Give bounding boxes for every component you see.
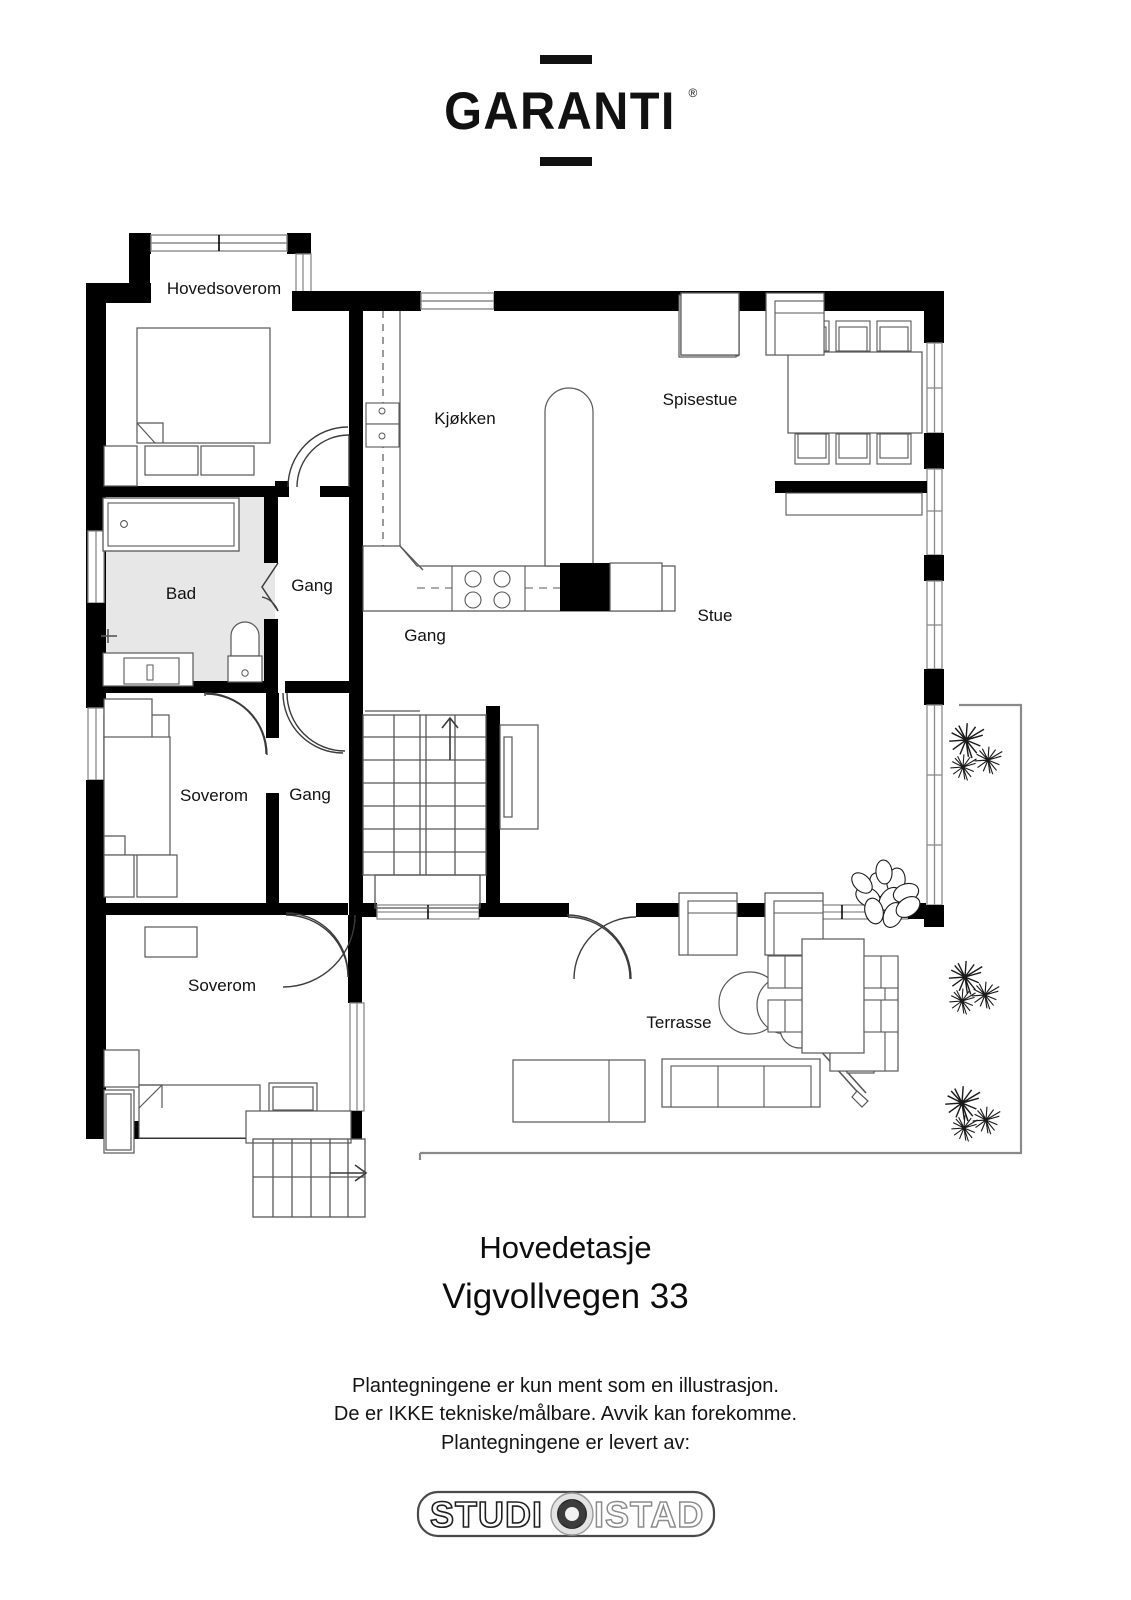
room-label-hovedsoverom: Hovedsoverom	[167, 279, 281, 298]
brand-wordmark: GARANTI	[443, 82, 676, 141]
registered-trademark-icon: ®	[688, 86, 698, 100]
stair-up-arrow-icon	[441, 716, 459, 760]
logo-text-istad: ISTAD	[594, 1494, 704, 1535]
window-bath-left	[87, 530, 105, 604]
terrace-lounger	[512, 1059, 646, 1123]
armchair-a	[678, 892, 738, 956]
room-label-terrasse: Terrasse	[646, 1013, 711, 1032]
dining-furniture	[787, 320, 923, 465]
window-bedroom1-left	[87, 707, 105, 781]
window-right-3	[926, 580, 943, 670]
master-bedroom-furniture	[103, 327, 271, 487]
room-label-soverom-2: Soverom	[188, 976, 256, 995]
brand-header: GARANTI ®	[0, 0, 1131, 215]
floorplan-drawing: Hovedsoverom Kjøkken Spisestue Bad Gang …	[86, 233, 1023, 1218]
armchair-right	[765, 292, 825, 356]
disclaimer-line-3: Plantegningene er levert av:	[440, 1431, 691, 1454]
window-kitchen-top	[420, 292, 495, 310]
disclaimer-line-2: De er IKKE tekniske/målbare. Avvik kan f…	[333, 1403, 798, 1426]
room-label-gang-2: Gang	[404, 626, 446, 645]
room-label-soverom-1: Soverom	[180, 786, 248, 805]
studio-istad-logo: STUDI ISTAD	[416, 1490, 715, 1538]
terrace-furniture	[512, 938, 1000, 1123]
door-bathroom	[261, 562, 279, 612]
bedroom1-bed	[103, 736, 178, 898]
brand-rule-top	[539, 55, 592, 64]
bathroom-fixtures	[101, 497, 263, 687]
room-labels: Hovedsoverom Kjøkken Spisestue Bad Gang …	[166, 279, 737, 1032]
stair-direction-arrow-icon	[330, 1164, 368, 1182]
terrace-plants	[944, 722, 1003, 1143]
disclaimer-text: Plantegningene er kun ment som en illust…	[0, 1372, 1131, 1457]
window-stair-bottom	[376, 904, 480, 920]
staircase-interior	[362, 710, 487, 909]
door-hall-upper	[282, 692, 344, 754]
terrace-plant-upper	[948, 960, 1000, 1016]
room-label-kjokken: Kjøkken	[434, 409, 495, 428]
room-label-stue: Stue	[698, 606, 733, 625]
window-right-4	[926, 704, 943, 906]
window-bedroom2-right	[349, 1002, 365, 1112]
door-master-bedroom	[296, 434, 350, 488]
window-right-1	[926, 342, 943, 434]
potted-plant-indoor	[851, 859, 921, 928]
brand-rule-bottom	[539, 157, 592, 166]
window-master-top	[150, 234, 288, 252]
kitchen-furniture	[362, 311, 676, 612]
floor-name: Hovedetasje	[479, 1230, 652, 1265]
armchair-1	[680, 292, 740, 356]
room-label-spisestue: Spisestue	[663, 390, 738, 409]
window-master-right	[295, 253, 312, 298]
exterior-stairs	[252, 1138, 368, 1218]
counter-ledge	[785, 492, 923, 516]
stair-closet	[499, 724, 539, 830]
room-label-gang-1: Gang	[291, 576, 333, 595]
window-right-2	[926, 468, 943, 556]
door-terrace-living	[567, 916, 637, 980]
brand-logo: GARANTI ®	[434, 85, 698, 138]
bedroom2-items	[103, 1049, 352, 1154]
sofa	[661, 1058, 821, 1108]
camera-aperture-icon	[549, 1492, 594, 1536]
room-label-gang-3: Gang	[289, 785, 331, 804]
room-label-bad: Bad	[166, 584, 196, 603]
logo-text-studi: STUDI	[430, 1494, 543, 1535]
disclaimer-line-1: Plantegningene er kun ment som en illust…	[352, 1375, 779, 1397]
floorplan-figure: Hovedsoverom Kjøkken Spisestue Bad Gang …	[0, 215, 1131, 1225]
plan-caption: Hovedetasje Vigvollvegen 33	[0, 1228, 1131, 1319]
door-arcs	[205, 426, 632, 980]
property-address: Vigvollvegen 33	[442, 1276, 689, 1316]
door-bedroom2	[282, 914, 356, 988]
terrace-boundary	[418, 703, 1023, 1160]
